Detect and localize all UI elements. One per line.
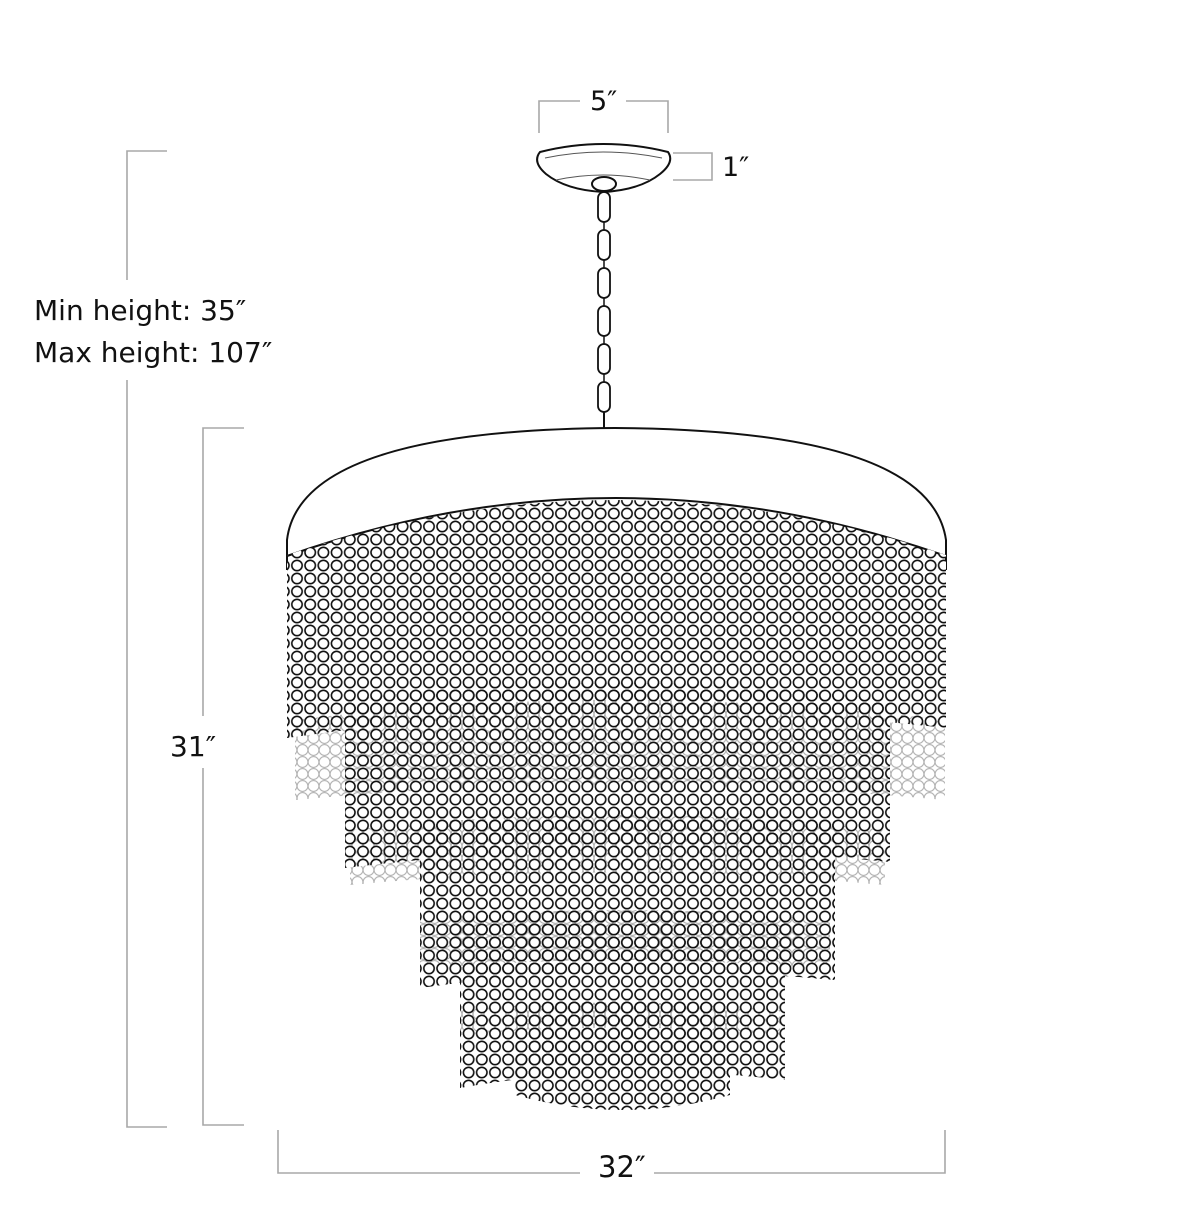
fixture-width-label: 32″ xyxy=(590,1150,654,1184)
tier-5 xyxy=(515,1000,730,1110)
max-height-label: Max height: 107″ xyxy=(34,336,273,369)
min-height-label: Min height: 35″ xyxy=(34,294,247,327)
dimension-lines xyxy=(126,100,946,1174)
canopy-width-label: 5″ xyxy=(586,86,622,117)
chain xyxy=(597,191,611,430)
height-range-label: Min height: 35″ Max height: 107″ xyxy=(34,290,272,374)
canopy-height-label: 1″ xyxy=(722,152,750,183)
ceiling-canopy xyxy=(536,143,672,194)
fixture-height-label: 31″ xyxy=(170,726,217,767)
bead-tiers xyxy=(287,500,946,1110)
